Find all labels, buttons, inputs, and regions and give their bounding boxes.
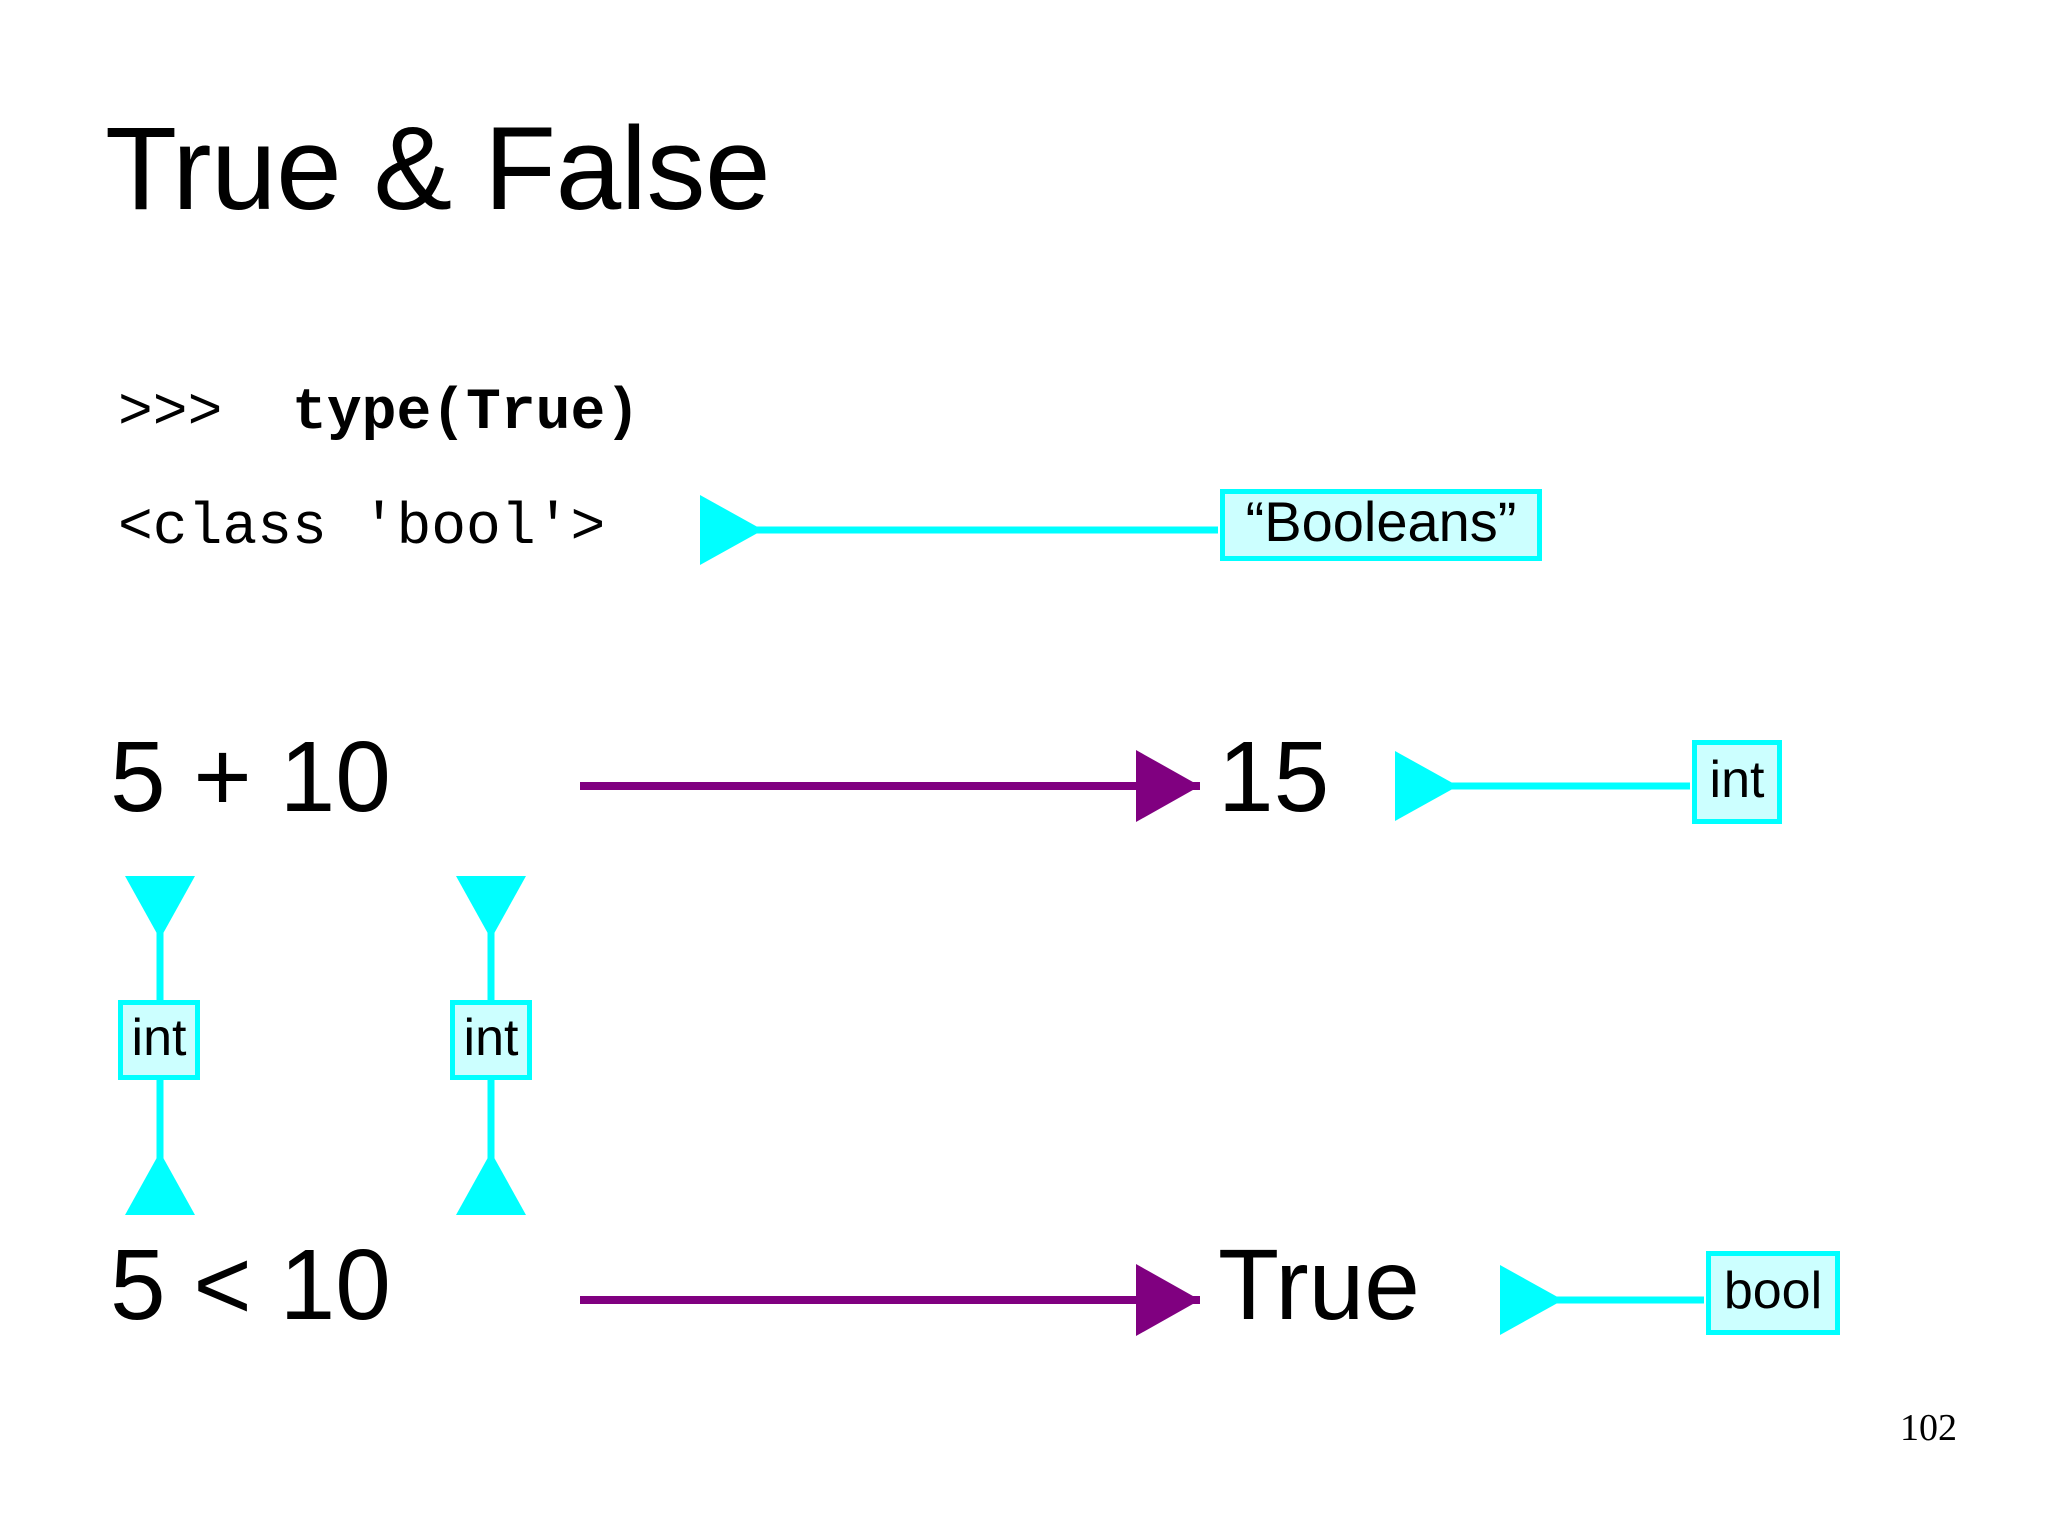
console-output-line: <class 'bool'>	[118, 496, 606, 561]
expression-addition: 5 + 10	[110, 721, 391, 833]
console-prompt: >>>	[118, 381, 293, 446]
result-comparison: True	[1218, 1229, 1420, 1341]
annotation-box-int-operand-right: int	[450, 1000, 532, 1080]
annotation-box-int-operand-left: int	[118, 1000, 200, 1080]
annotation-box-int-result: int	[1692, 740, 1782, 824]
console-input-line: >>> type(True)	[118, 385, 640, 443]
page-title: True & False	[105, 103, 771, 235]
annotation-box-booleans: “Booleans”	[1220, 489, 1542, 561]
page-number: 102	[1900, 1407, 1957, 1449]
result-addition: 15	[1218, 721, 1330, 833]
console-command: type(True)	[292, 381, 641, 446]
expression-comparison: 5 < 10	[110, 1229, 391, 1341]
annotation-box-bool-result: bool	[1706, 1251, 1840, 1335]
